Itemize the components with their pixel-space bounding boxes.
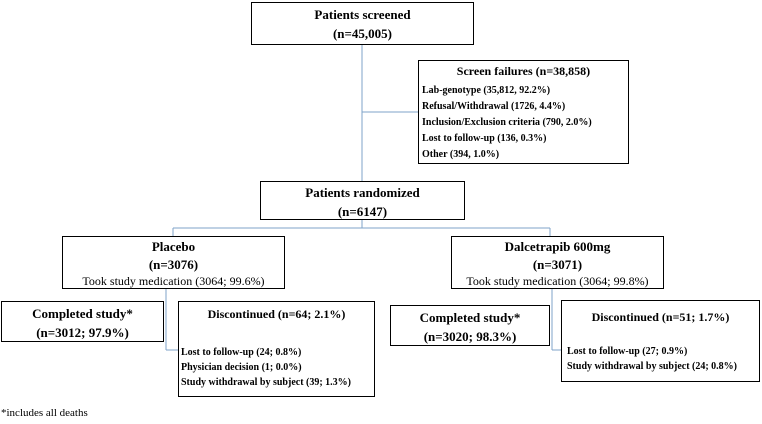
screen-failure-item: Lab-genotype (35,812, 92.2%) [422, 85, 551, 96]
screen-failure-item: Other (394, 1.0%) [422, 149, 500, 160]
placebo-title: Placebo [151, 239, 196, 254]
placebo-medication: Took study medication (3064; 99.6%) [82, 274, 265, 288]
screen-failure-item: Inclusion/Exclusion criteria (790, 2.0%) [422, 117, 592, 128]
placebo-completed-box: Completed study* (n=3012; 97.9%) [1, 301, 164, 342]
placebo-discontinued-item: Physician decision (1; 0.0%) [181, 362, 302, 373]
dalcetrapib-medication: Took study medication (3064; 99.8%) [466, 274, 649, 288]
dalcetrapib-discontinued-box: Discontinued (n=51; 1.7%) Lost to follow… [561, 300, 760, 382]
dalcetrapib-discontinued-title: Discontinued (n=51; 1.7%) [591, 310, 730, 324]
dalcetrapib-completed-box: Completed study* (n=3020; 98.3%) [390, 305, 550, 346]
placebo-box: Placebo (n=3076) Took study medication (… [62, 236, 285, 289]
placebo-discontinued-item: Lost to follow-up (24; 0.8%) [181, 347, 302, 358]
placebo-completed-title: Completed study* [32, 306, 133, 321]
screen-failure-item: Lost to follow-up (136, 0.3%) [422, 133, 547, 144]
screen-failures-title: Screen failures (n=38,858) [456, 64, 591, 78]
placebo-completed-count: (n=3012; 97.9%) [36, 325, 129, 340]
placebo-discontinued-title: Discontinued (n=64; 2.1%) [207, 307, 346, 321]
screen-failure-item: Refusal/Withdrawal (1726, 4.4%) [422, 101, 566, 112]
placebo-discontinued-box: Discontinued (n=64; 2.1%) Lost to follow… [178, 301, 375, 397]
placebo-count: (n=3076) [148, 257, 199, 272]
dalcetrapib-count: (n=3071) [532, 257, 583, 272]
dalcetrapib-completed-title: Completed study* [419, 310, 521, 325]
patients-screened-title: Patients screened [314, 7, 411, 22]
patients-screened-box: Patients screened (n=45,005) [251, 2, 474, 45]
placebo-discontinued-item: Study withdrawal by subject (39; 1.3%) [181, 377, 352, 388]
dalcetrapib-title: Dalcetrapib 600mg [504, 239, 611, 254]
dalcetrapib-discontinued-item: Study withdrawal by subject (24; 0.8%) [567, 361, 738, 372]
dalcetrapib-box: Dalcetrapib 600mg (n=3071) Took study me… [451, 236, 664, 289]
patients-randomized-title: Patients randomized [305, 185, 420, 200]
patients-randomized-box: Patients randomized (n=6147) [260, 181, 465, 220]
screen-failures-box: Screen failures (n=38,858) Lab-genotype … [418, 60, 629, 164]
footnote: *includes all deaths [1, 407, 88, 419]
dalcetrapib-discontinued-item: Lost to follow-up (27; 0.9%) [567, 346, 688, 357]
patients-randomized-count: (n=6147) [337, 204, 388, 219]
patients-screened-count: (n=45,005) [332, 26, 393, 41]
dalcetrapib-completed-count: (n=3020; 98.3%) [423, 329, 517, 344]
